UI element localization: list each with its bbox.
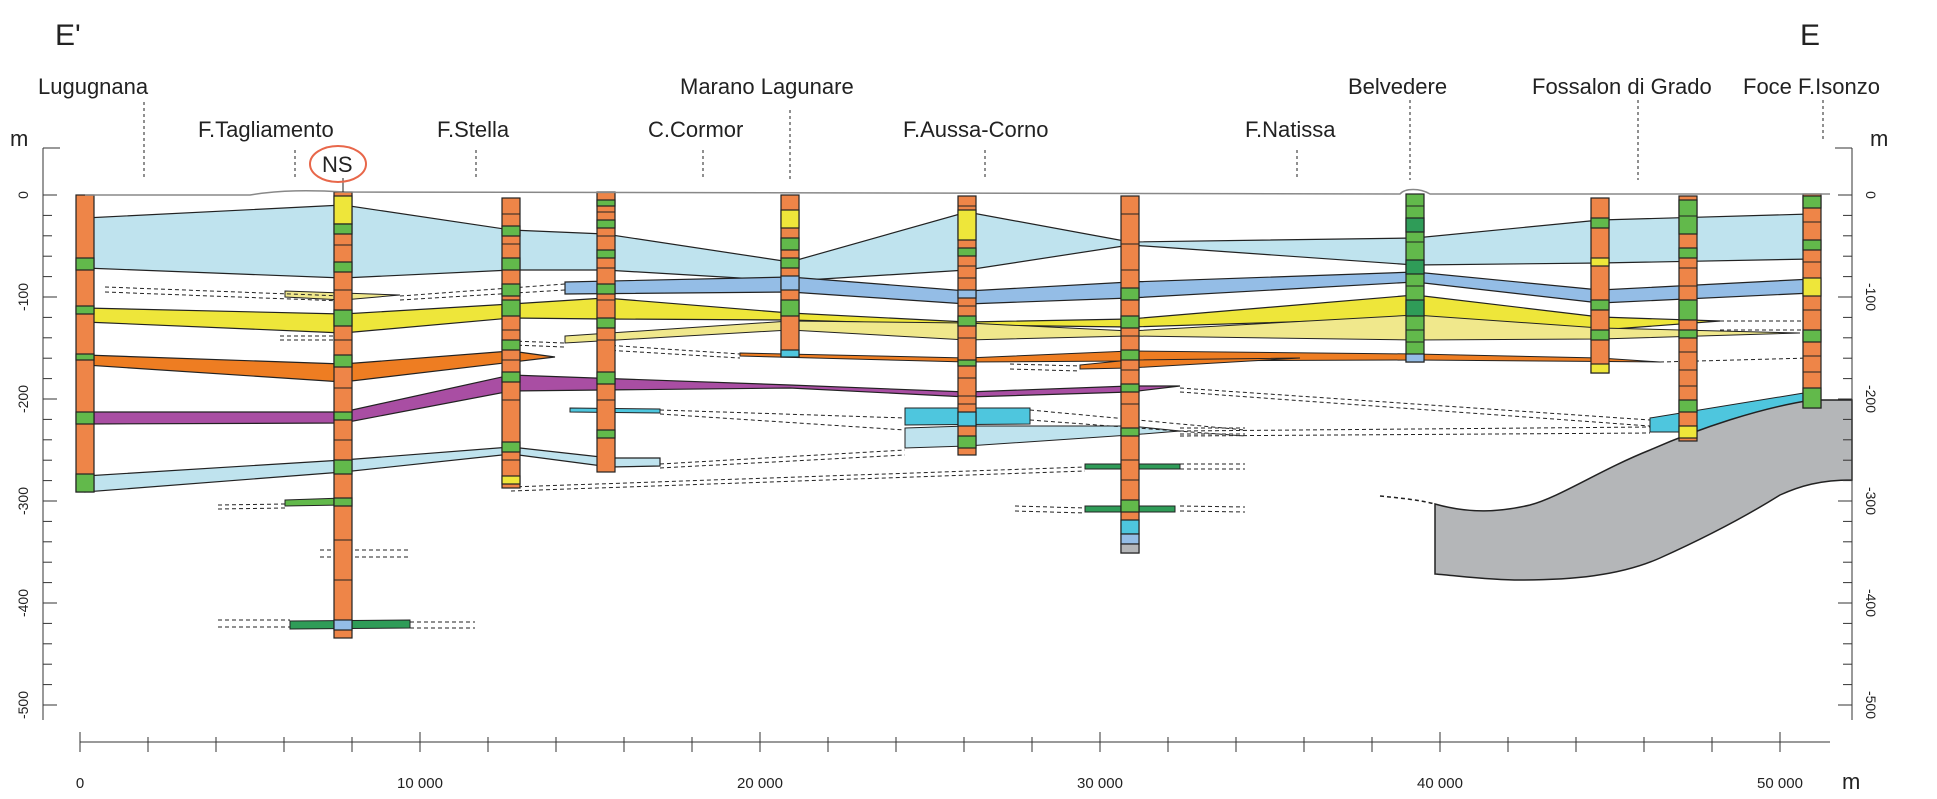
location-label-fossalon: Fossalon di Grado [1532, 74, 1712, 99]
distance-axis [79, 732, 1830, 752]
depth-tick-label-left: -300 [15, 487, 31, 515]
layer-yellow [84, 294, 1721, 334]
depth-axis-left [42, 147, 60, 720]
location-label-natissa: F.Natissa [1245, 117, 1336, 142]
distance-unit: m [1842, 769, 1860, 794]
distance-tick-label: 20 000 [737, 775, 783, 792]
depth-tick-label-left: -500 [15, 691, 31, 719]
depth-tick-label-right: -300 [1863, 487, 1879, 515]
ns-circle-marker [309, 145, 367, 183]
depth-tick-label-left: -400 [15, 589, 31, 617]
layer-lower-lightblue [84, 446, 661, 493]
depth-tick-label-left: -100 [15, 283, 31, 311]
depth-tick-label-left: 0 [15, 191, 31, 199]
depth-tick-label-right: 0 [1863, 191, 1879, 199]
distance-tick-label: 30 000 [1077, 775, 1123, 792]
ground-surface [85, 188, 1830, 196]
distance-tick-labels: 0 10 000 20 000 30 000 40 000 50 000 [76, 775, 1803, 792]
depth-tick-labels-left: 0 -100 -200 -300 -400 -500 [15, 191, 31, 719]
location-label-belvedere: Belvedere [1348, 74, 1447, 99]
depth-tick-label-left: -200 [15, 385, 31, 413]
depth-tick-label-right: -500 [1863, 691, 1879, 719]
distance-tick-label: 10 000 [397, 775, 443, 792]
section-label-left: E' [55, 19, 81, 52]
location-pointers [143, 100, 1824, 180]
depth-unit-left: m [10, 126, 28, 151]
depth-unit-right: m [1870, 126, 1888, 151]
depth-tick-label-right: -100 [1863, 283, 1879, 311]
location-label-isonzo: Foce F.Isonzo [1743, 74, 1880, 99]
location-label-ns: NS [322, 152, 353, 177]
layer-purple [84, 374, 1181, 425]
location-label-tagliamento: F.Tagliamento [198, 117, 334, 142]
depth-tick-label-right: -200 [1863, 385, 1879, 413]
location-label-stella: F.Stella [437, 117, 510, 142]
location-label-cormor: C.Cormor [648, 117, 743, 142]
borehole-lugugnana [75, 194, 95, 493]
section-label-right: E [1800, 19, 1820, 52]
bedrock [1434, 399, 1853, 581]
distance-tick-label: 50 000 [1757, 775, 1803, 792]
layer-pale-yellow [564, 314, 1801, 344]
distance-tick-label: 40 000 [1417, 775, 1463, 792]
depth-tick-label-right: -400 [1863, 589, 1879, 617]
depth-tick-labels-right: 0 -100 -200 -300 -400 -500 [1863, 191, 1879, 719]
borehole-isonzo [1802, 193, 1822, 409]
depth-axis-right [1835, 147, 1853, 720]
location-label-aussa-corno: F.Aussa-Corno [903, 117, 1049, 142]
location-label-lugugnana: Lugugnana [38, 74, 149, 99]
layer-orange [84, 350, 556, 383]
location-label-marano: Marano Lagunare [680, 74, 854, 99]
borehole-stripes [334, 205, 1821, 581]
distance-tick-label: 0 [76, 775, 84, 792]
bedrock-dashed-top [1379, 495, 1436, 505]
